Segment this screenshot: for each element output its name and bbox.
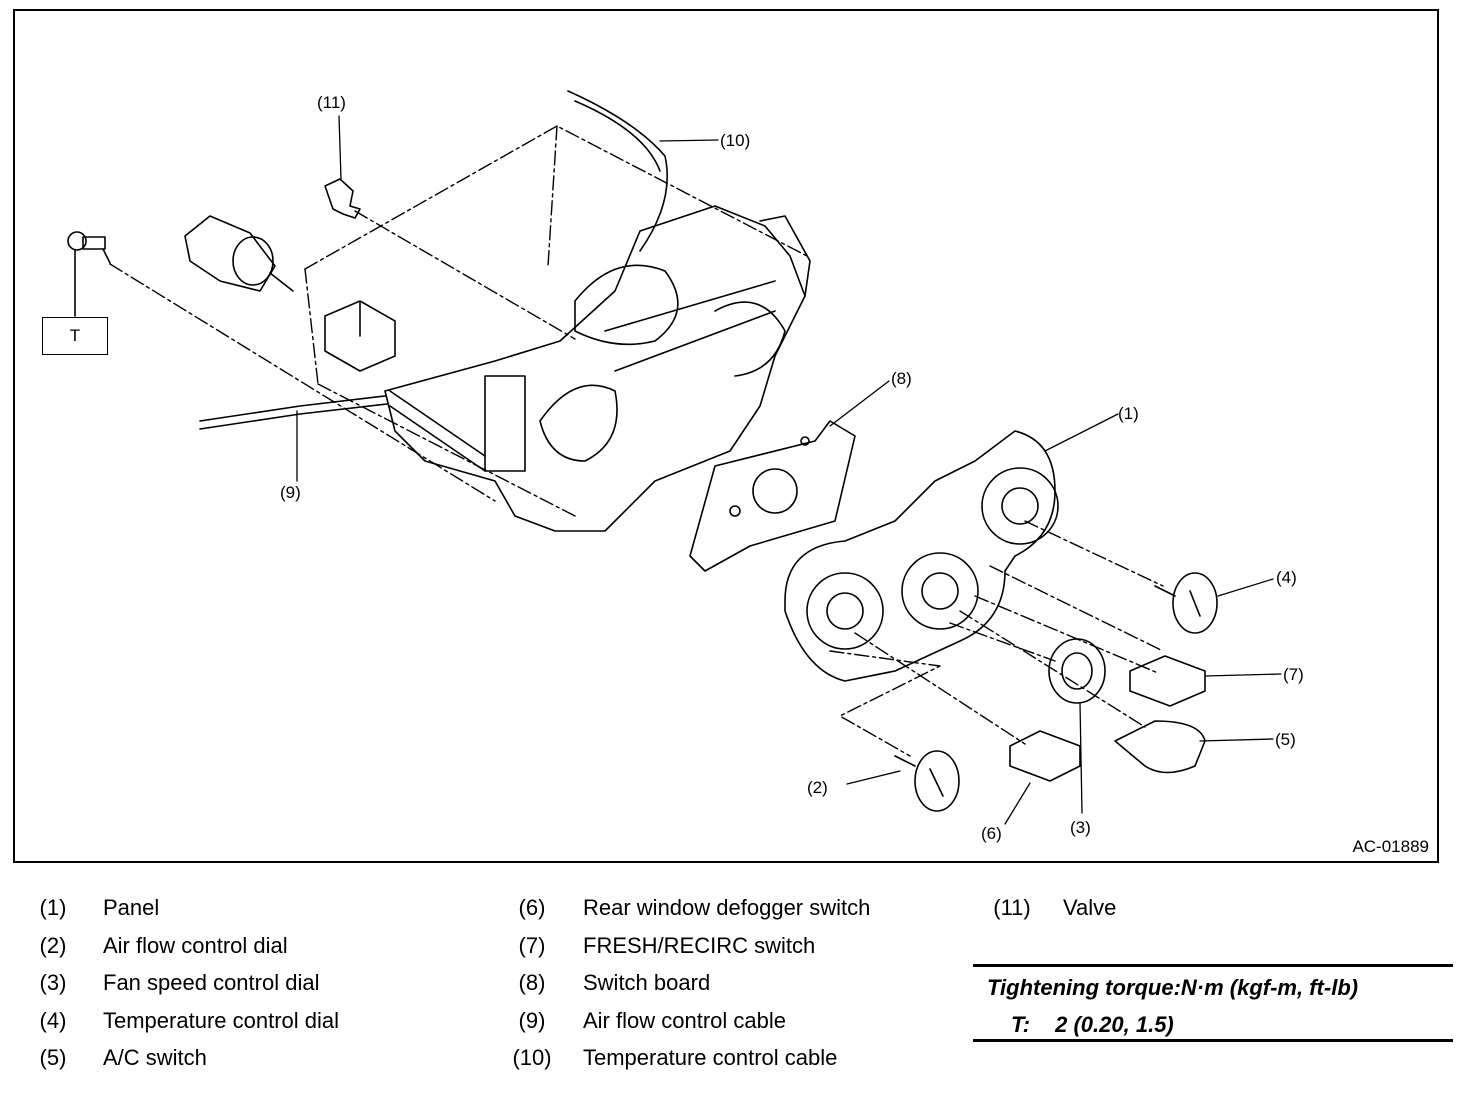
rear-defogger-switch-drawing: [1009, 730, 1081, 782]
callout-9: (9): [280, 483, 301, 502]
leader-lines: [296, 115, 1282, 825]
legend-number: (10): [512, 1045, 552, 1070]
legend-number: (8): [518, 970, 546, 995]
legend-item: (6) Rear window defogger switch: [499, 893, 949, 931]
legend-label: FRESH/RECIRC switch: [583, 932, 816, 958]
legend-item: (4) Temperature control dial: [20, 1006, 480, 1044]
legend-number: (9): [518, 1007, 546, 1033]
tightening-torque-table: Tightening torque:N·m (kgf-m, ft-lb) T: …: [973, 964, 1453, 1042]
legend-label: Temperature control dial: [103, 1007, 340, 1033]
legend-item: (7) FRESH/RECIRC switch: [499, 931, 949, 969]
legend-label: Air flow control dial: [103, 932, 288, 958]
fresh-recirc-switch-drawing: [1129, 655, 1206, 707]
legend-number: (2): [39, 932, 67, 958]
legend-number: (5): [39, 1045, 67, 1070]
callout-5: (5): [1275, 730, 1296, 749]
legend-item: (8) Switch board: [499, 968, 949, 1006]
legend-label: Air flow control cable: [583, 1007, 786, 1033]
fan-speed-dial-drawing: [1048, 638, 1106, 704]
legend-item: (5) A/C switch: [20, 1043, 480, 1081]
legend-item: (2) Air flow control dial: [20, 931, 480, 969]
temperature-dial-drawing: [1154, 572, 1218, 634]
legend-item: (9) Air flow control cable: [499, 1006, 949, 1044]
callout-4: (4): [1276, 568, 1297, 587]
legend-label: Temperature control cable: [583, 1045, 838, 1070]
legend-item: (10) Temperature control cable: [499, 1043, 949, 1081]
callout-8: (8): [891, 369, 912, 388]
legend-number: (4): [39, 1007, 67, 1033]
callout-11: (11): [317, 93, 346, 112]
torque-code-label: T: [69, 326, 81, 345]
legend-column-1: (1) Panel (2) Air flow control dial (3) …: [20, 893, 480, 1081]
torque-code: T:: [1011, 1012, 1031, 1037]
legend-label: Fan speed control dial: [103, 970, 320, 995]
motor-part: [184, 215, 294, 292]
legend-label: Rear window defogger switch: [583, 895, 871, 920]
switch-board-drawing: [689, 420, 856, 572]
legend-label: Panel: [103, 895, 160, 920]
valve-part: [324, 178, 361, 219]
legend-number: (11): [993, 895, 1031, 920]
air-flow-control-cable-drawing: [199, 395, 388, 430]
callout-1: (1): [1118, 404, 1139, 423]
legend-number: (1): [39, 895, 67, 920]
callout-7: (7): [1283, 665, 1304, 684]
ac-switch-drawing: [1114, 720, 1206, 774]
torque-heading: Tightening torque:N·m (kgf-m, ft-lb): [987, 975, 1359, 1000]
temperature-control-cable-drawing: [567, 90, 668, 252]
exploded-diagram-drawing: [67, 90, 1282, 825]
heater-control-housing: [384, 205, 811, 532]
callout-10: (10): [720, 131, 751, 150]
legend-column-2: (6) Rear window defogger switch (7) FRES…: [499, 893, 949, 1081]
legend-number: (7): [518, 932, 546, 958]
torque-value: 2 (0.20, 1.5): [1055, 1012, 1174, 1037]
callout-2: (2): [807, 778, 828, 797]
torque-value-row: T: 2 (0.20, 1.5): [1011, 1012, 1174, 1038]
callout-6: (6): [981, 824, 1002, 843]
legend-label: Switch board: [583, 970, 711, 995]
torque-code-box: T: [42, 317, 108, 355]
legend-number: (6): [518, 895, 546, 920]
connector-part: [324, 300, 396, 372]
legend-item: (11) Valve: [979, 893, 1279, 931]
air-flow-dial-drawing: [894, 750, 960, 812]
legend-number: (3): [39, 970, 67, 995]
figure-id: AC-01889: [1352, 837, 1429, 856]
assembly-outline: [109, 125, 1164, 757]
legend-label: Valve: [1063, 895, 1117, 920]
legend-item: (1) Panel: [20, 893, 480, 931]
panel-drawing: [784, 430, 1059, 682]
legend-label: A/C switch: [103, 1045, 207, 1070]
screw-part: [67, 231, 111, 317]
legend-column-3: (11) Valve: [979, 893, 1279, 931]
exploded-diagram-figure: T (11) (10) (8) (1) (4) (7) (5) (2) (6) …: [13, 9, 1439, 863]
callout-3: (3): [1070, 818, 1091, 837]
legend-item: (3) Fan speed control dial: [20, 968, 480, 1006]
